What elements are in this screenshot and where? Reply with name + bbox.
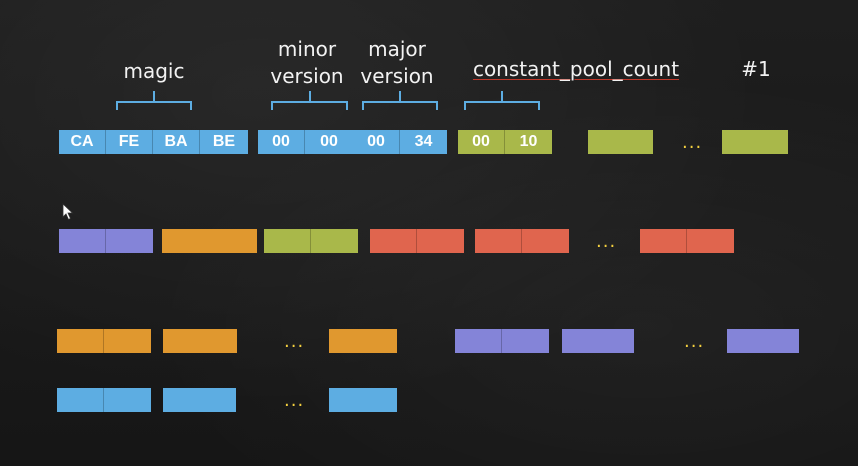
purple-block [502, 329, 549, 353]
ellipsis: ... [284, 331, 305, 352]
entry-1-label: #1 [741, 57, 771, 81]
green-block [264, 229, 311, 253]
purple-block [455, 329, 502, 353]
orange-block [162, 229, 257, 253]
minor-version-label-line1: minor [277, 37, 337, 61]
magic-label: magic [123, 59, 185, 83]
green-block [311, 229, 358, 253]
constant-pool-count-byte-2: 10 [505, 130, 552, 154]
constant-pool-block-2 [722, 130, 788, 154]
purple-block [562, 329, 634, 353]
minor-version-byte-1: 00 [258, 130, 305, 154]
minor-version-byte-2: 00 [305, 130, 353, 154]
blue-block [57, 388, 104, 412]
purple-block [727, 329, 799, 353]
red-block [687, 229, 734, 253]
minor-version-bracket [271, 91, 348, 110]
orange-block [329, 329, 397, 353]
constant-pool-count-label: constant_pool_count [472, 57, 680, 81]
major-version-label-line1: major [368, 37, 426, 61]
ellipsis: ... [596, 231, 617, 252]
red-block [475, 229, 522, 253]
minor-version-label-line2: version [270, 64, 344, 88]
major-version-byte-1: 00 [353, 130, 400, 154]
purple-block [59, 229, 106, 253]
major-version-byte-2: 34 [400, 130, 447, 154]
constant-pool-count-byte-1: 00 [458, 130, 505, 154]
red-block [417, 229, 464, 253]
major-version-bracket [362, 91, 438, 110]
magic-byte-2: FE [106, 130, 153, 154]
orange-block [57, 329, 104, 353]
magic-byte-4: BE [200, 130, 248, 154]
blue-block [104, 388, 151, 412]
orange-block [163, 329, 237, 353]
constant-pool-block-1 [588, 130, 653, 154]
blue-block [163, 388, 236, 412]
ellipsis: ... [684, 331, 705, 352]
ellipsis: ... [682, 132, 703, 153]
orange-block [104, 329, 151, 353]
mouse-cursor-icon [62, 203, 74, 221]
red-block [522, 229, 569, 253]
magic-bracket [116, 91, 192, 110]
blocks-row-3: ... ... [0, 329, 858, 353]
red-block [640, 229, 687, 253]
class-file-header-row: CA FE BA BE 00 00 00 34 00 10 ... [0, 130, 858, 154]
red-block [370, 229, 417, 253]
blocks-row-2: ... [0, 229, 858, 253]
ellipsis: ... [284, 390, 305, 411]
major-version-label-line2: version [360, 64, 434, 88]
magic-byte-3: BA [153, 130, 200, 154]
blocks-row-4: ... [0, 388, 858, 412]
magic-byte-1: CA [59, 130, 106, 154]
purple-block [106, 229, 153, 253]
constant-pool-count-bracket [464, 91, 540, 110]
blue-block [329, 388, 397, 412]
